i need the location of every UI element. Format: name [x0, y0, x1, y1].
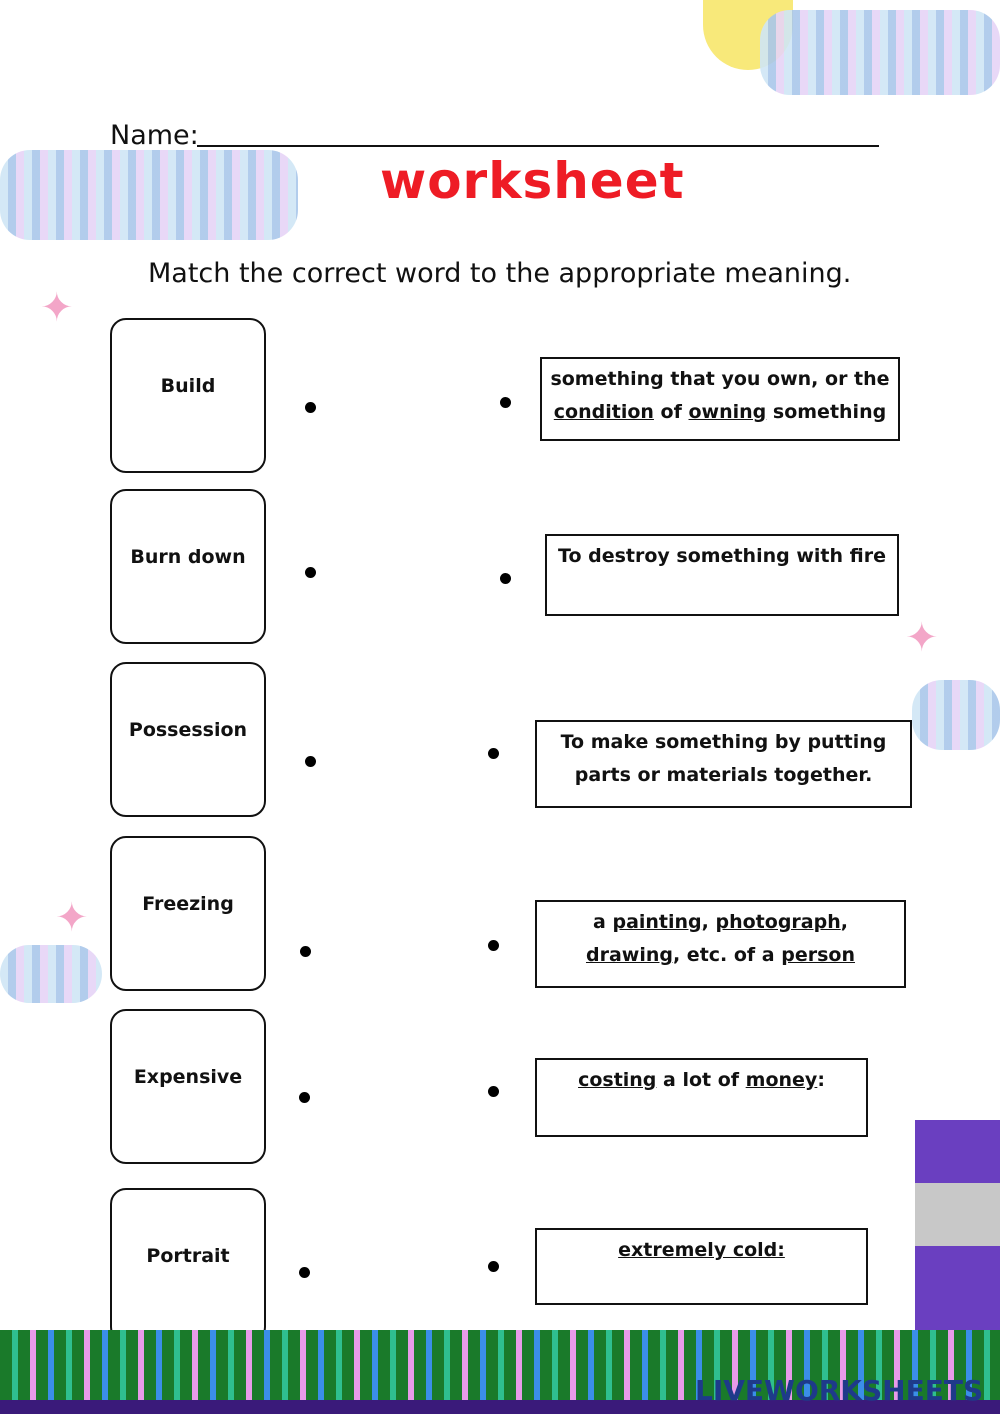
word-label: Burn down	[130, 545, 246, 568]
word-label: Possession	[128, 718, 248, 741]
definition-text: ,	[701, 911, 716, 933]
right-match-dot[interactable]	[488, 940, 499, 951]
left-match-dot[interactable]	[299, 1092, 310, 1103]
definition-text: a	[593, 911, 613, 933]
right-match-dot[interactable]	[488, 1261, 499, 1272]
word-box[interactable]: Portrait	[110, 1188, 266, 1343]
name-input[interactable]	[197, 145, 879, 147]
right-match-dot[interactable]	[500, 397, 511, 408]
definition-text: something that you own, or the	[550, 368, 890, 390]
right-match-dot[interactable]	[488, 748, 499, 759]
word-box[interactable]: Freezing	[110, 836, 266, 991]
definition-text: condition	[553, 401, 654, 423]
definition-box[interactable]: costing a lot of money:	[535, 1058, 868, 1137]
sparkle-icon: ✦	[905, 615, 939, 661]
definition-text: painting	[612, 911, 702, 933]
right-match-dot[interactable]	[488, 1086, 499, 1097]
definition-text: something	[766, 401, 887, 423]
definition-box[interactable]: a painting, photograph, drawing, etc. of…	[535, 900, 906, 988]
name-label: Name:	[110, 120, 199, 151]
word-box[interactable]: Build	[110, 318, 266, 473]
liveworksheets-logo: LIVEWORKSHEETS	[695, 1374, 984, 1407]
word-label: Build	[160, 374, 216, 397]
instructions: Match the correct word to the appropriat…	[148, 258, 852, 289]
definition-text: photograph	[715, 911, 841, 933]
definition-text: extremely cold:	[618, 1239, 785, 1261]
cloud-decoration	[0, 945, 102, 1003]
page-title: worksheet	[380, 152, 685, 210]
sparkle-icon: ✦	[55, 895, 89, 941]
left-match-dot[interactable]	[305, 756, 316, 767]
definition-box[interactable]: something that you own, or the condition…	[540, 357, 900, 441]
definition-text: of	[653, 401, 689, 423]
left-match-dot[interactable]	[305, 567, 316, 578]
left-match-dot[interactable]	[300, 946, 311, 957]
left-match-dot[interactable]	[299, 1267, 310, 1278]
definition-text: costing	[578, 1069, 657, 1091]
definition-box[interactable]: extremely cold:	[535, 1228, 868, 1305]
definition-text: person	[781, 944, 855, 966]
word-box[interactable]: Burn down	[110, 489, 266, 644]
word-box[interactable]: Expensive	[110, 1009, 266, 1164]
cloud-decoration	[760, 10, 1000, 95]
definition-text: To destroy something with fire	[558, 545, 886, 567]
definition-text: , etc. of a	[672, 944, 782, 966]
word-label: Portrait	[146, 1244, 230, 1267]
definition-text: owning	[688, 401, 767, 423]
definition-text: :	[817, 1069, 825, 1091]
left-match-dot[interactable]	[305, 402, 316, 413]
definition-text: drawing	[585, 944, 673, 966]
definition-box[interactable]: To destroy something with fire	[545, 534, 899, 616]
grass-base	[0, 1400, 1000, 1414]
definition-box[interactable]: To make something by putting parts or ma…	[535, 720, 912, 808]
word-label: Expensive	[133, 1065, 243, 1088]
definition-text: a lot of	[656, 1069, 746, 1091]
wizard-decoration	[915, 1120, 1000, 1330]
cloud-decoration	[0, 150, 298, 240]
definition-text: money	[745, 1069, 818, 1091]
cloud-decoration	[912, 680, 1000, 750]
word-label: Freezing	[142, 892, 234, 915]
word-box[interactable]: Possession	[110, 662, 266, 817]
definition-text: ,	[840, 911, 848, 933]
right-match-dot[interactable]	[500, 573, 511, 584]
sparkle-icon: ✦	[40, 285, 74, 331]
definition-text: To make something by putting parts or ma…	[560, 731, 887, 786]
